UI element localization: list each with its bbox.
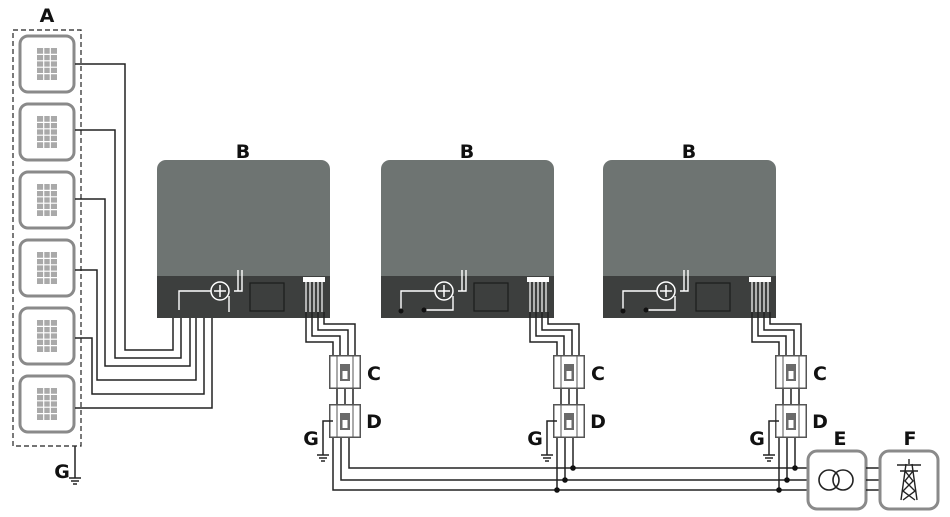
label-g-1: G	[303, 428, 319, 450]
breaker-d-1	[328, 403, 362, 439]
ground-symbol-icon	[68, 446, 82, 485]
solar-panel-icon	[18, 238, 76, 298]
breaker-d-3	[774, 403, 808, 439]
breaker-c-2	[552, 354, 586, 390]
label-b-2: B	[460, 141, 474, 163]
inverter-3: B	[603, 141, 776, 318]
transformer-icon	[818, 469, 854, 491]
ac-branch-2: C D G	[527, 312, 606, 493]
label-d-3: D	[812, 411, 828, 433]
solar-panel-icon	[18, 34, 76, 94]
power-pylon-icon	[897, 459, 921, 501]
label-g-array: G	[54, 461, 70, 483]
label-d-2: D	[590, 411, 606, 433]
label-d-1: D	[366, 411, 382, 433]
inverter-1: B	[157, 141, 330, 318]
ac-branch-1: C D G	[303, 312, 808, 491]
label-c-1: C	[367, 363, 381, 385]
label-g-2: G	[527, 428, 543, 450]
label-c-3: C	[813, 363, 827, 385]
label-b-1: B	[236, 141, 250, 163]
breaker-c-1	[328, 354, 362, 390]
ac-branch-3: C D G	[749, 312, 828, 493]
label-a: A	[40, 5, 55, 27]
breaker-c-3	[774, 354, 808, 390]
dc-wiring	[75, 63, 213, 409]
breaker-d-2	[552, 403, 586, 439]
inverter-2: B	[381, 141, 554, 318]
transformer: E	[806, 428, 880, 511]
utility-grid: F	[878, 428, 940, 511]
solar-panel-icon	[18, 170, 76, 230]
label-b-3: B	[682, 141, 696, 163]
label-c-2: C	[591, 363, 605, 385]
solar-panel-icon	[18, 102, 76, 162]
label-f: F	[904, 428, 917, 450]
solar-panel-icon	[18, 306, 76, 366]
label-e: E	[834, 428, 847, 450]
pv-array: A G	[12, 5, 82, 485]
label-g-3: G	[749, 428, 765, 450]
pv-array-boundary	[12, 29, 82, 447]
solar-panel-icon	[18, 374, 76, 434]
